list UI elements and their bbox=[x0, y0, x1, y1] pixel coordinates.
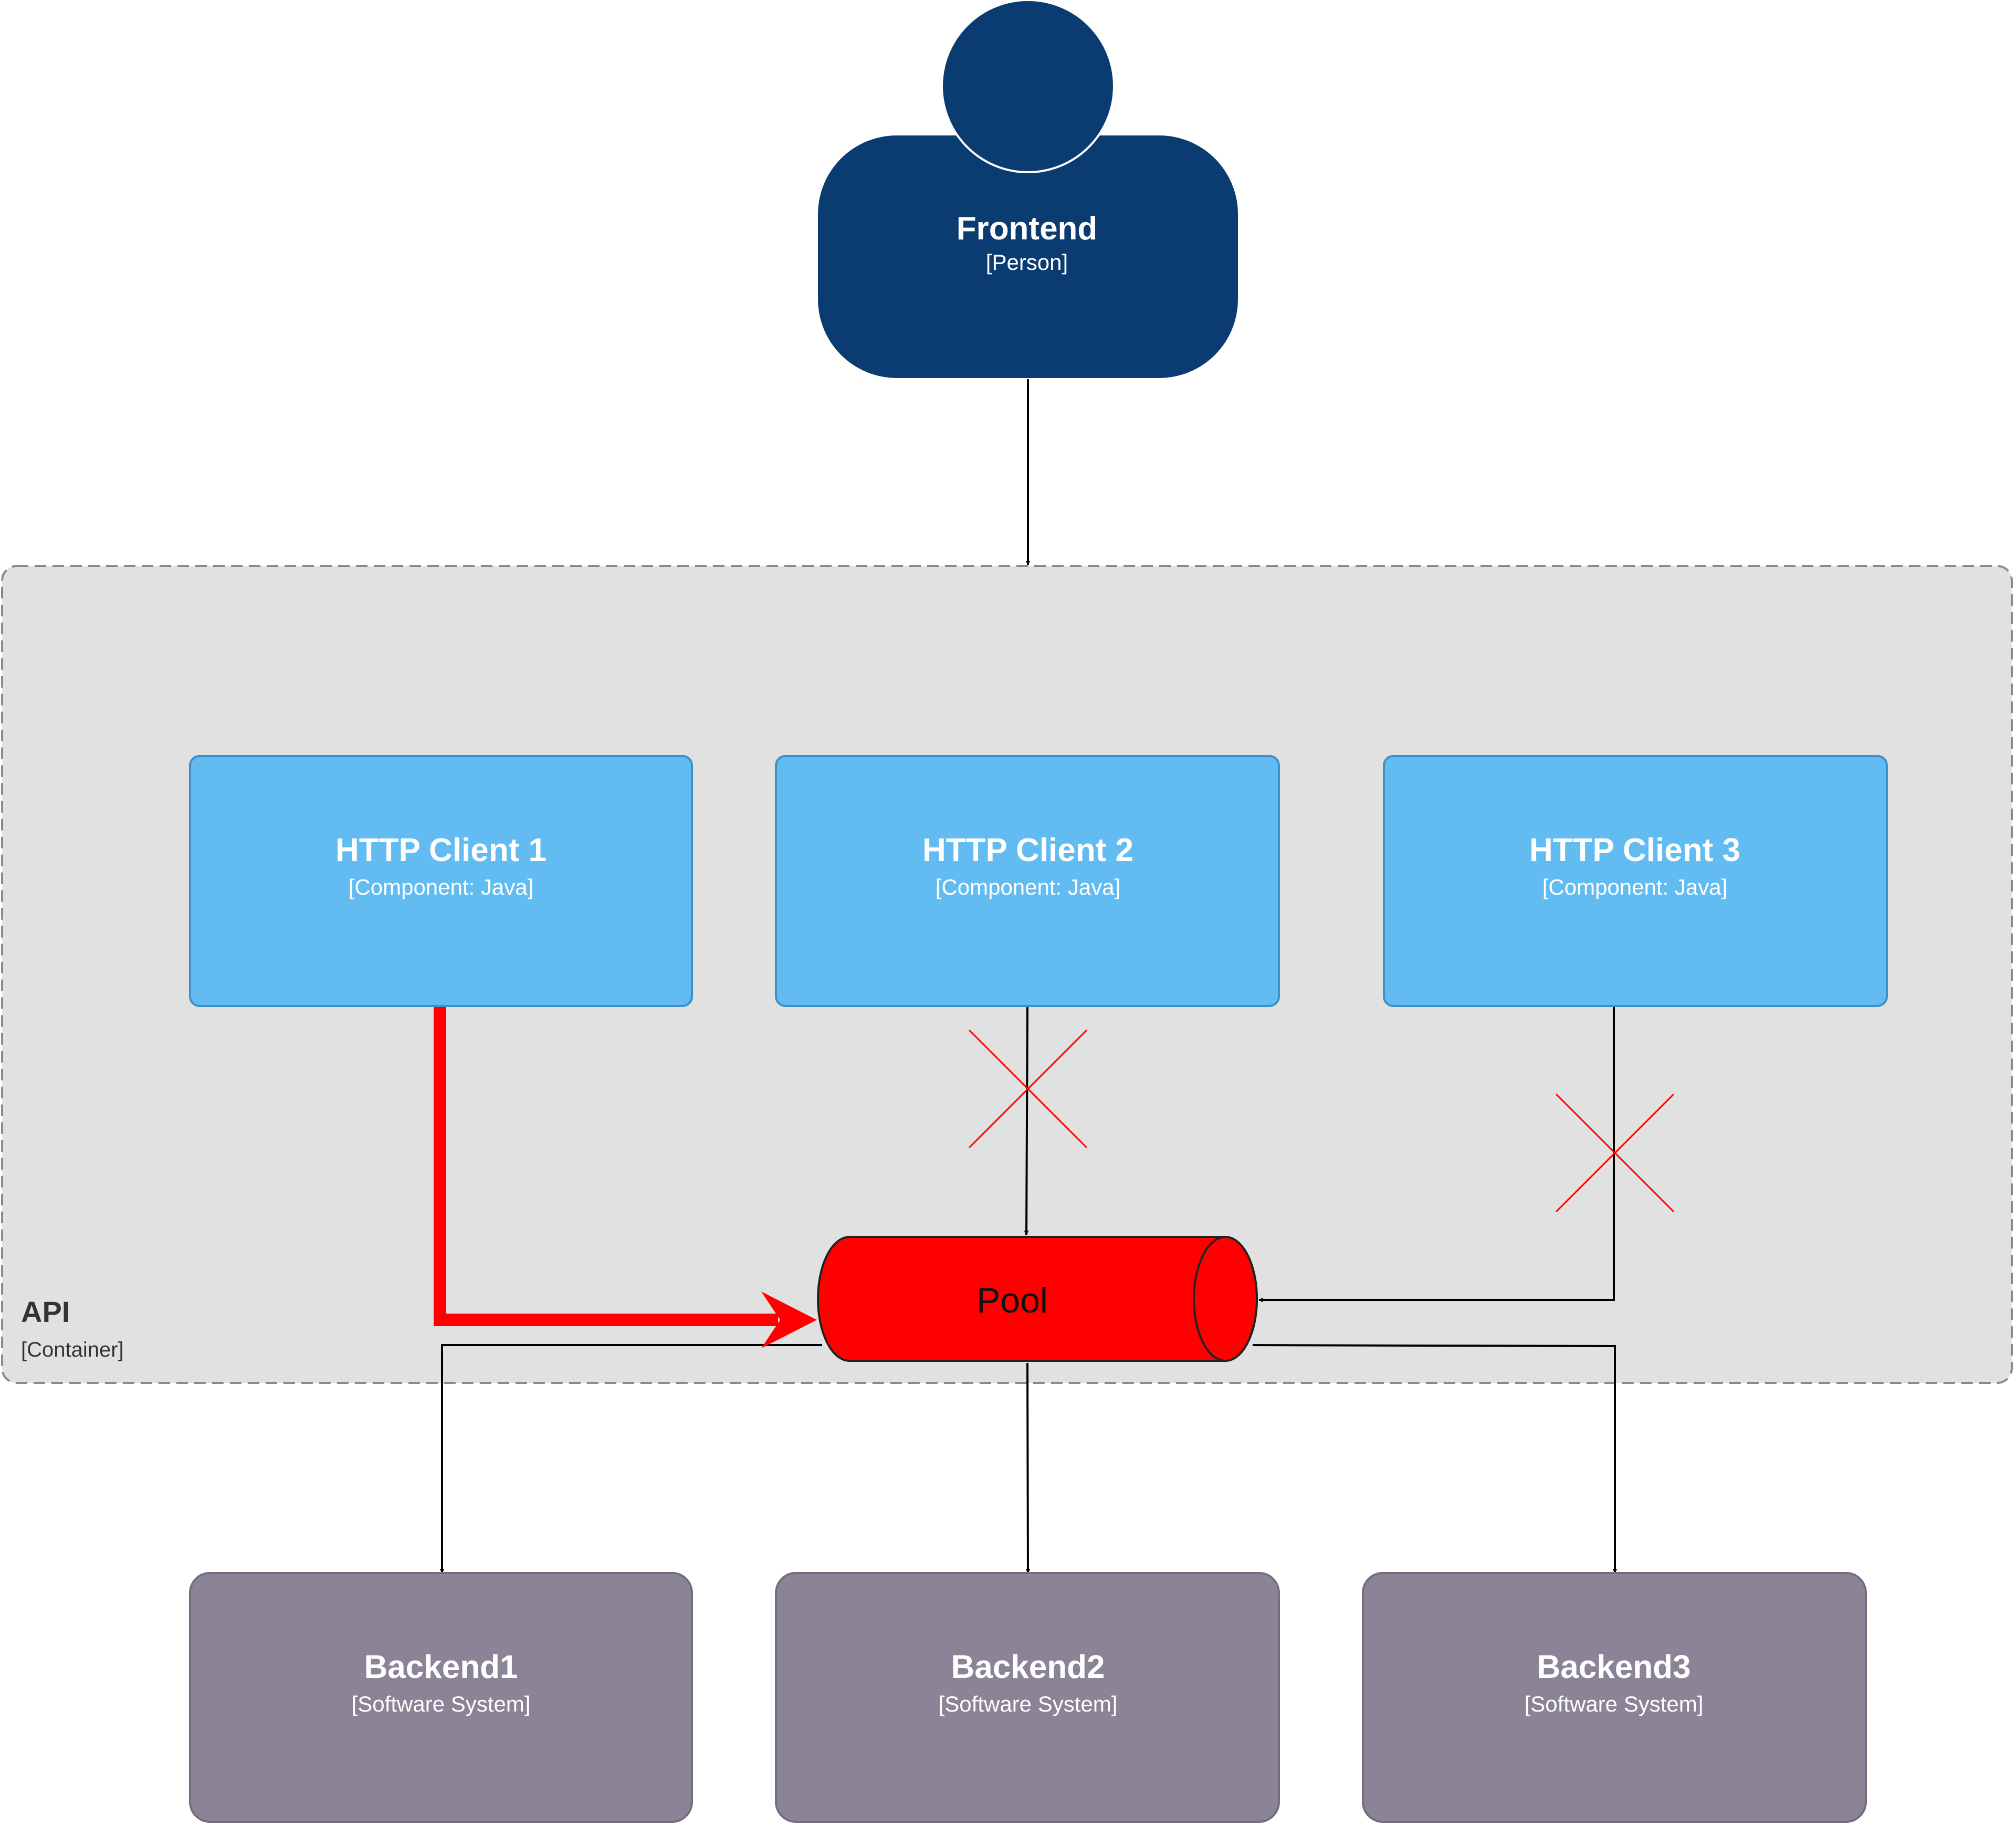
client3-to-pool-connector bbox=[1258, 1007, 1615, 1303]
system-name: Backend2 bbox=[951, 1649, 1105, 1685]
component-name: HTTP Client 3 bbox=[1529, 832, 1740, 868]
active-connector-arrowhead bbox=[761, 1292, 817, 1348]
pool-to-backend2-connector bbox=[1025, 1362, 1031, 1573]
component-type: [Component: Java] bbox=[1542, 875, 1728, 899]
person-name: Frontend bbox=[957, 211, 1098, 247]
client1-to-pool-active-connector bbox=[434, 1007, 817, 1348]
system-type: [Software System] bbox=[1525, 1692, 1704, 1716]
pool-to-backend3-connector bbox=[1252, 1344, 1618, 1573]
system-type: [Software System] bbox=[352, 1692, 531, 1716]
system-backend2[interactable]: Backend2 [Software System] bbox=[775, 1572, 1280, 1823]
pool-label: Pool bbox=[976, 1281, 1048, 1320]
system-type: [Software System] bbox=[939, 1692, 1118, 1716]
component-type: [Component: Java] bbox=[936, 875, 1121, 899]
component-http-client-1[interactable]: HTTP Client 1 [Component: Java] bbox=[189, 755, 693, 1007]
component-name: HTTP Client 1 bbox=[335, 832, 547, 868]
person-body bbox=[818, 135, 1238, 378]
system-backend3[interactable]: Backend3 [Software System] bbox=[1362, 1572, 1867, 1823]
pool-cylinder[interactable]: Pool bbox=[817, 1236, 1258, 1362]
person-head bbox=[941, 0, 1115, 173]
person-type: [Person] bbox=[986, 250, 1068, 275]
system-name: Backend3 bbox=[1537, 1649, 1691, 1685]
client2-to-pool-connector bbox=[1024, 1006, 1029, 1235]
blocked-x-marker-client3 bbox=[1555, 1093, 1675, 1213]
component-name: HTTP Client 2 bbox=[922, 832, 1133, 868]
pool-to-backend1-connector bbox=[439, 1344, 822, 1573]
component-http-client-3[interactable]: HTTP Client 3 [Component: Java] bbox=[1383, 755, 1888, 1007]
api-container-type: [Container] bbox=[21, 1338, 124, 1361]
person-frontend[interactable]: Frontend [Person] bbox=[818, 0, 1238, 378]
blocked-x-marker-client2 bbox=[968, 1029, 1088, 1149]
component-http-client-2[interactable]: HTTP Client 2 [Component: Java] bbox=[775, 755, 1280, 1007]
system-backend1[interactable]: Backend1 [Software System] bbox=[189, 1572, 693, 1823]
component-type: [Component: Java] bbox=[349, 875, 534, 899]
system-name: Backend1 bbox=[364, 1649, 518, 1685]
api-container-title: API bbox=[21, 1295, 70, 1328]
